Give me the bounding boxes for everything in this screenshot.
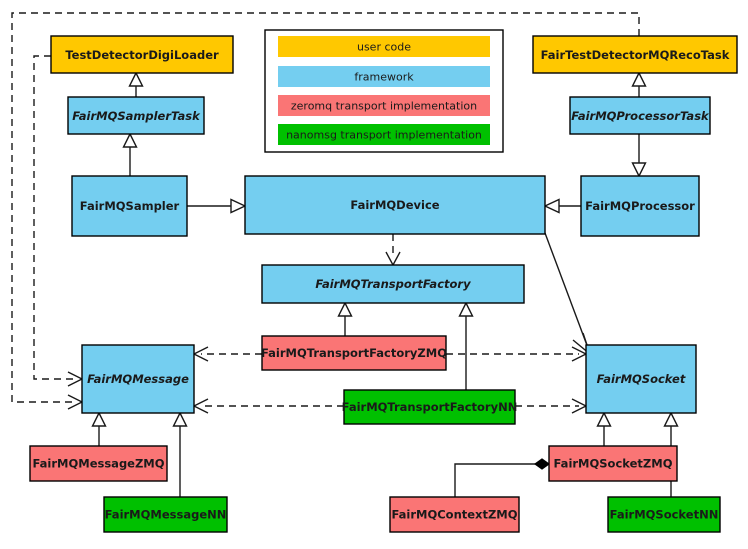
node-fairmqmessagezmq[interactable]: FairMQMessageZMQ (29, 445, 168, 482)
node-fairmqsocketzmq[interactable]: FairMQSocketZMQ (548, 445, 678, 482)
node-layer: TestDetectorDigiLoader FairTestDetectorM… (29, 35, 738, 533)
node-label-fairmqsocketnn: FairMQSocketNN (610, 508, 719, 522)
legend-label-user-code: user code (357, 41, 411, 54)
node-fairmqcontextzmq[interactable]: FairMQContextZMQ (389, 496, 520, 533)
edge-contextzmq-socketzmq (454, 458, 551, 497)
node-label-fairmqsampler: FairMQSampler (80, 199, 180, 213)
node-label-fairmqtransportfactory: FairMQTransportFactory (315, 277, 471, 291)
edge-tfzmq-socket (446, 346, 588, 362)
node-fairmqtransportfactoryzmq[interactable]: FairMQTransportFactoryZMQ (261, 335, 447, 371)
edge-digiloader-samplertask (128, 71, 144, 97)
legend-label-zeromq: zeromq transport implementation (291, 100, 477, 113)
edge-recotask-processortask (631, 71, 647, 97)
edge-tfnn-transportfactory (458, 301, 474, 390)
legend-swatch-nanomsg (278, 124, 490, 145)
node-label-fairmqprocessortask: FairMQProcessorTask (571, 109, 710, 123)
legend-swatch-zeromq (278, 95, 490, 116)
edge-sampler-samplertask (122, 132, 138, 176)
legend-label-framework: framework (354, 71, 414, 84)
node-fairtestdetectormqrecotask[interactable]: FairTestDetectorMQRecoTask (532, 35, 738, 74)
edge-tfnn-message (192, 398, 344, 414)
node-label-fairmqsocketzmq: FairMQSocketZMQ (554, 457, 673, 471)
edge-messagezmq-message (91, 411, 107, 446)
legend-swatch-user-code (278, 36, 490, 57)
edge-layer (11, 12, 679, 497)
node-testdetectordigiloader[interactable]: TestDetectorDigiLoader (50, 35, 234, 74)
node-label-fairmqtransportfactoryzmq: FairMQTransportFactoryZMQ (261, 346, 447, 360)
node-label-fairmqprocessor: FairMQProcessor (585, 199, 695, 213)
node-fairmqdevice[interactable]: FairMQDevice (244, 175, 546, 235)
edge-tfzmq-message (192, 346, 262, 362)
edge-messagenn-message (172, 411, 188, 497)
node-label-fairtestdetectormqrecotask: FairTestDetectorMQRecoTask (541, 48, 730, 62)
node-label-fairmqmessage: FairMQMessage (87, 372, 189, 386)
edge-device-transportfactory (385, 234, 401, 267)
node-fairmqprocessortask[interactable]: FairMQProcessorTask (569, 96, 711, 135)
node-fairmqmessagenn[interactable]: FairMQMessageNN (103, 496, 228, 533)
node-label-fairmqdevice: FairMQDevice (350, 198, 439, 212)
legend-swatch-framework (278, 66, 490, 87)
edge-processor-device (543, 198, 581, 214)
edge-sampler-device (187, 198, 247, 214)
node-label-fairmqmessagenn: FairMQMessageNN (105, 508, 227, 522)
legend: user code framework zeromq transport imp… (264, 29, 504, 153)
node-fairmqsocket[interactable]: FairMQSocket (585, 344, 697, 414)
node-fairmqmessage[interactable]: FairMQMessage (81, 344, 195, 414)
node-fairmqsocketnn[interactable]: FairMQSocketNN (607, 496, 721, 533)
node-label-testdetectordigiloader: TestDetectorDigiLoader (65, 48, 219, 62)
node-fairmqsamplertask[interactable]: FairMQSamplerTask (67, 96, 205, 135)
node-label-fairmqsocket: FairMQSocket (597, 372, 686, 386)
node-label-fairmqsamplertask: FairMQSamplerTask (72, 109, 201, 123)
edge-device-socket (544, 232, 592, 357)
node-fairmqprocessor[interactable]: FairMQProcessor (580, 175, 700, 237)
node-fairmqtransportfactorynn[interactable]: FairMQTransportFactoryNN (342, 389, 518, 425)
node-label-fairmqcontextzmq: FairMQContextZMQ (391, 508, 517, 522)
edge-tfzmq-transportfactory (337, 301, 353, 336)
edge-tfnn-socket (515, 398, 588, 414)
edge-socketzmq-socket (596, 411, 612, 446)
legend-label-nanomsg: nanomsg transport implementation (286, 129, 482, 142)
node-label-fairmqtransportfactorynn: FairMQTransportFactoryNN (342, 400, 518, 414)
node-fairmqtransportfactory[interactable]: FairMQTransportFactory (261, 264, 525, 304)
node-label-fairmqmessagezmq: FairMQMessageZMQ (32, 457, 164, 471)
edge-processortask-processor (631, 134, 647, 178)
node-fairmqsampler[interactable]: FairMQSampler (71, 175, 188, 237)
